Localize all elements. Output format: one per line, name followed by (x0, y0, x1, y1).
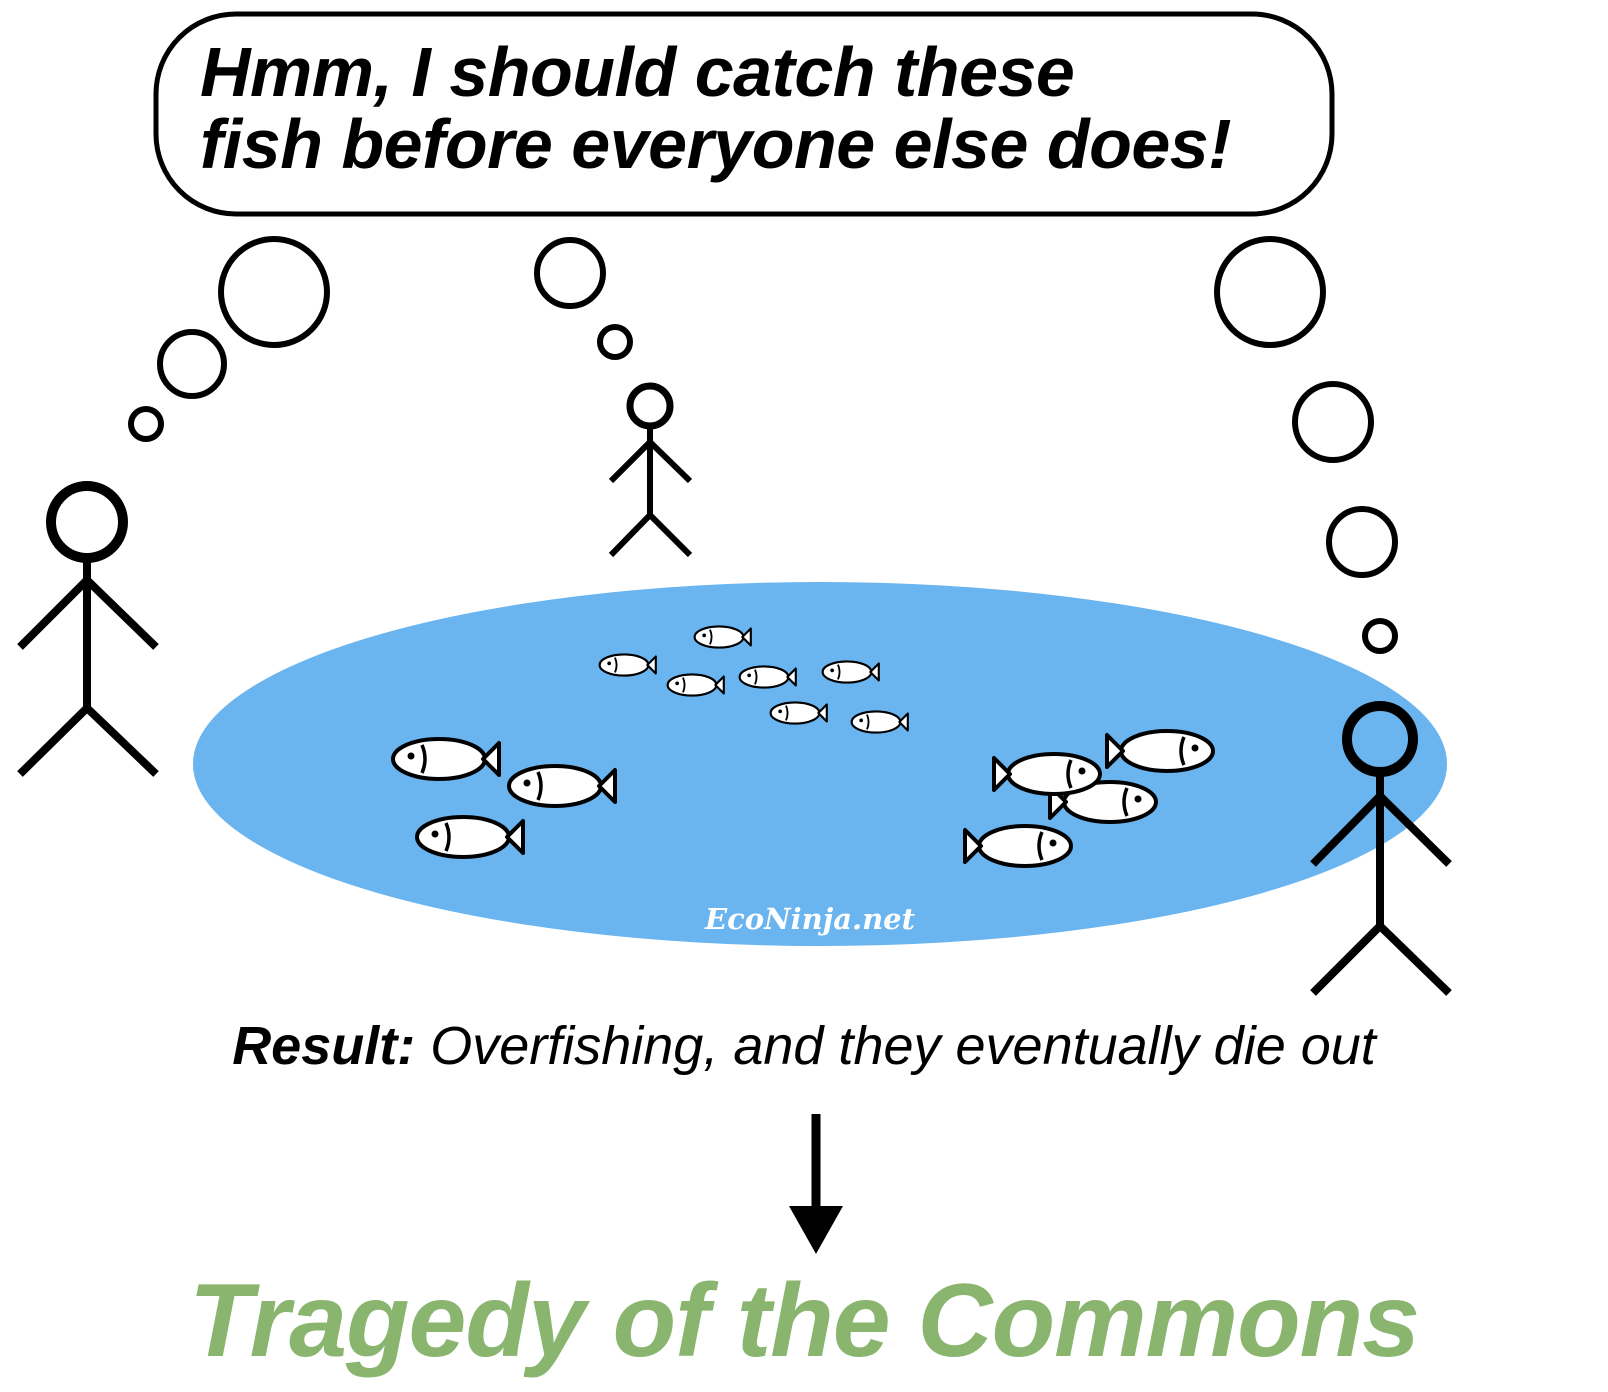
thought-line-1: Hmm, I should catch these (200, 33, 1075, 111)
person-middle (608, 382, 693, 558)
pond (193, 582, 1447, 946)
result-label: Result: (232, 1016, 416, 1076)
thought-trail-middle (534, 237, 633, 360)
person-left (17, 481, 159, 777)
result-line: Result: Overfishing, and they eventually… (0, 1015, 1608, 1077)
thought-trail-right (1214, 236, 1398, 654)
person-right (1310, 701, 1452, 996)
down-arrow-icon (789, 1114, 843, 1254)
watermark: EcoNinja.net (704, 902, 916, 936)
thought-trail-left (128, 236, 330, 442)
thought-line-2: fish before everyone else does! (200, 105, 1232, 183)
thought-text: Hmm, I should catch these fish before ev… (200, 36, 1320, 180)
conclusion-title: Tragedy of the Commons (188, 1263, 1420, 1379)
result-text: Overfishing, and they eventually die out (430, 1016, 1376, 1076)
thought-bubble (153, 11, 1335, 217)
